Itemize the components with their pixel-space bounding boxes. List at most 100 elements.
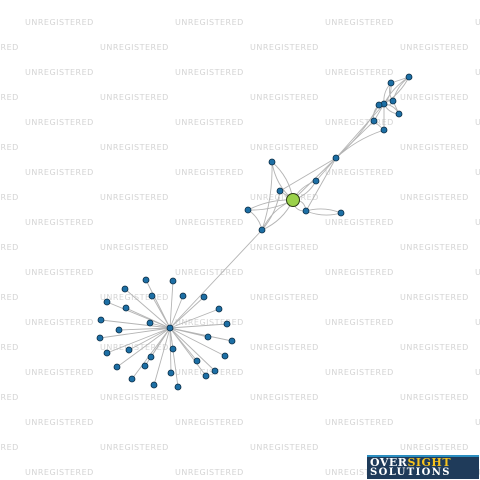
graph-node (96, 334, 104, 342)
watermark-text: UNREGISTERED (250, 243, 319, 252)
graph-node (268, 158, 276, 166)
graph-node (148, 292, 156, 300)
graph-node (337, 209, 345, 217)
watermark-text: UNREGISTERED (475, 118, 480, 127)
watermark-text: UNREGISTERED (175, 268, 244, 277)
watermark-text: UNREGISTERED (400, 343, 469, 352)
graph-node (395, 110, 403, 118)
graph-node (387, 79, 395, 87)
watermark-text: UNREGISTERED (250, 193, 319, 202)
watermark-text: UNREGISTERED (475, 318, 480, 327)
watermark-text: UNREGISTERED (25, 118, 94, 127)
watermark-text: UNREGISTERED (400, 93, 469, 102)
watermark-text: UNREGISTERED (175, 318, 244, 327)
edge (247, 209, 263, 231)
watermark-text: UNREGISTERED (0, 43, 19, 52)
edge (153, 327, 171, 386)
graph-node (142, 276, 150, 284)
watermark-text: UNREGISTERED (175, 68, 244, 77)
edge (335, 104, 380, 159)
graph-node (169, 277, 177, 285)
edge (169, 308, 220, 329)
oversight-solutions-logo: OVERSIGHT SOLUTIONS (367, 455, 479, 479)
watermark-text: UNREGISTERED (100, 43, 169, 52)
watermark-text: UNREGISTERED (475, 68, 480, 77)
watermark-text: UNREGISTERED (175, 368, 244, 377)
edge (169, 280, 174, 329)
watermark-text: UNREGISTERED (325, 368, 394, 377)
graph-node (125, 346, 133, 354)
watermark-text: UNREGISTERED (25, 318, 94, 327)
edge (315, 157, 337, 182)
watermark-text: UNREGISTERED (100, 243, 169, 252)
watermark-text: UNREGISTERED (250, 443, 319, 452)
graph-node (200, 293, 208, 301)
focus-node (286, 193, 300, 207)
graph-node (312, 177, 320, 185)
logo-word-sight: SIGHT (407, 456, 452, 469)
watermark-text: UNREGISTERED (325, 268, 394, 277)
graph-node (115, 326, 123, 334)
edge-group (99, 76, 410, 388)
edge (151, 295, 171, 329)
graph-node (128, 375, 136, 383)
watermark-text: UNREGISTERED (475, 218, 480, 227)
watermark-text: UNREGISTERED (475, 168, 480, 177)
graph-node (202, 372, 210, 380)
watermark-text: UNREGISTERED (250, 393, 319, 402)
graph-node (103, 349, 111, 357)
edge (106, 327, 171, 354)
graph-node (405, 73, 413, 81)
graph-node (122, 304, 130, 312)
graph-node (215, 305, 223, 313)
watermark-text: UNREGISTERED (325, 18, 394, 27)
graph-node (211, 367, 219, 375)
watermark-text: UNREGISTERED (100, 143, 169, 152)
edge (169, 327, 226, 357)
watermark-text: UNREGISTERED (25, 68, 94, 77)
watermark-text: UNREGISTERED (325, 168, 394, 177)
logo-word-solutions: SOLUTIONS (370, 467, 451, 478)
graph-node (103, 298, 111, 306)
edge (169, 327, 207, 377)
watermark-text: UNREGISTERED (400, 393, 469, 402)
graph-node (204, 333, 212, 341)
watermark-text: UNREGISTERED (175, 118, 244, 127)
watermark-text: UNREGISTERED (25, 168, 94, 177)
watermark-text: UNREGISTERED (0, 243, 19, 252)
graph-node (258, 226, 266, 234)
edge (169, 229, 263, 329)
graph-node (223, 320, 231, 328)
edge (100, 319, 171, 329)
watermark-text: UNREGISTERED (250, 93, 319, 102)
graph-node (193, 357, 201, 365)
edge (335, 103, 385, 159)
edge (125, 307, 171, 329)
graph-node (332, 154, 340, 162)
edge (124, 288, 171, 329)
graph-node (121, 285, 129, 293)
watermark-text: UNREGISTERED (475, 268, 480, 277)
watermark-text: UNREGISTERED (400, 193, 469, 202)
watermark-text: UNREGISTERED (25, 268, 94, 277)
watermark-text: UNREGISTERED (100, 393, 169, 402)
graph-node (166, 324, 174, 332)
watermark-text: UNREGISTERED (250, 43, 319, 52)
graph-node (146, 319, 154, 327)
watermark-text: UNREGISTERED (0, 143, 19, 152)
graph-node (276, 187, 284, 195)
logo-word-over: OVER (370, 456, 408, 469)
watermark-text: UNREGISTERED (400, 243, 469, 252)
watermark-text: UNREGISTERED (400, 443, 469, 452)
node-group (96, 73, 413, 391)
edge (169, 327, 179, 388)
watermark-text: UNREGISTERED (25, 468, 94, 477)
watermark-text: UNREGISTERED (250, 343, 319, 352)
watermark-text: UNREGISTERED (25, 368, 94, 377)
watermark-text: UNREGISTERED (325, 418, 394, 427)
graph-node (141, 362, 149, 370)
graph-node (169, 345, 177, 353)
edge (169, 296, 205, 329)
edge (169, 327, 216, 372)
